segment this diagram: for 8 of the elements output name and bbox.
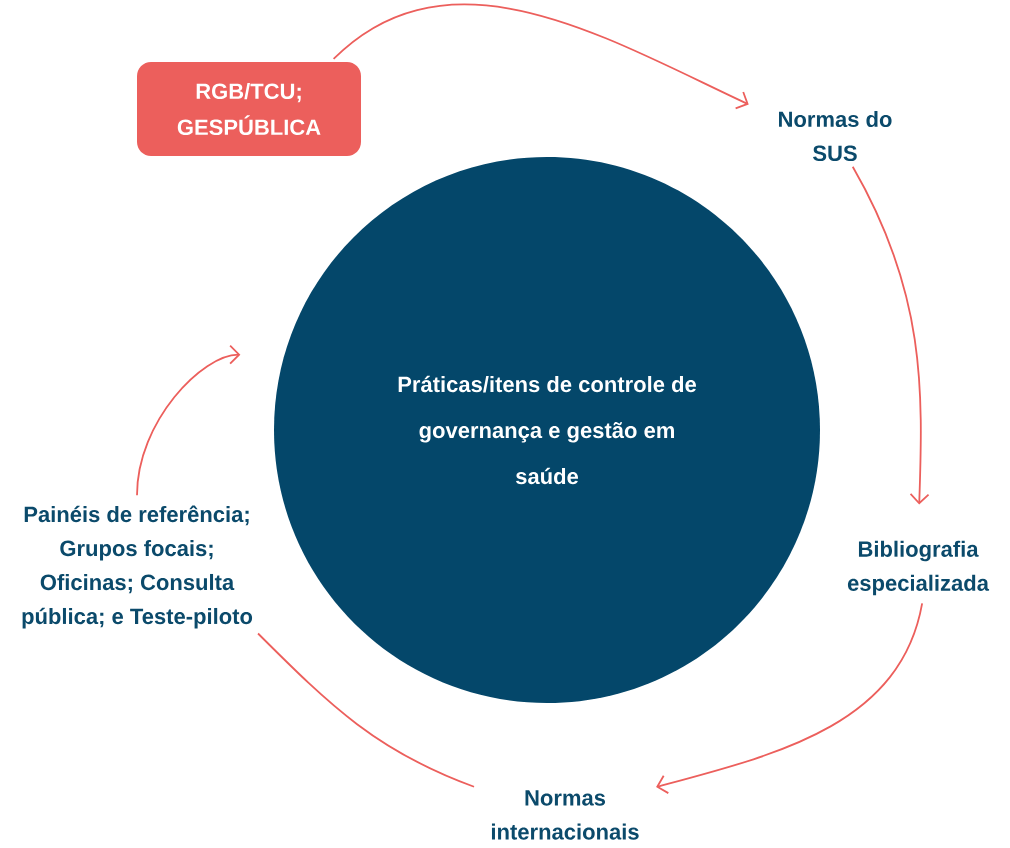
source-label: Bibliografia especializada — [847, 540, 990, 596]
arrow — [656, 602, 924, 794]
label-box: RGB/TCU; GESPÚBLICA — [137, 62, 361, 156]
arrow — [136, 344, 241, 497]
arrow — [332, 3, 749, 110]
arrow — [851, 165, 930, 505]
source-label: Normas internacionais — [491, 790, 639, 840]
source-label: Painéis de referência; Grupos focais; Oficinas; Consulta pública; e Teste-piloto — [22, 505, 253, 629]
